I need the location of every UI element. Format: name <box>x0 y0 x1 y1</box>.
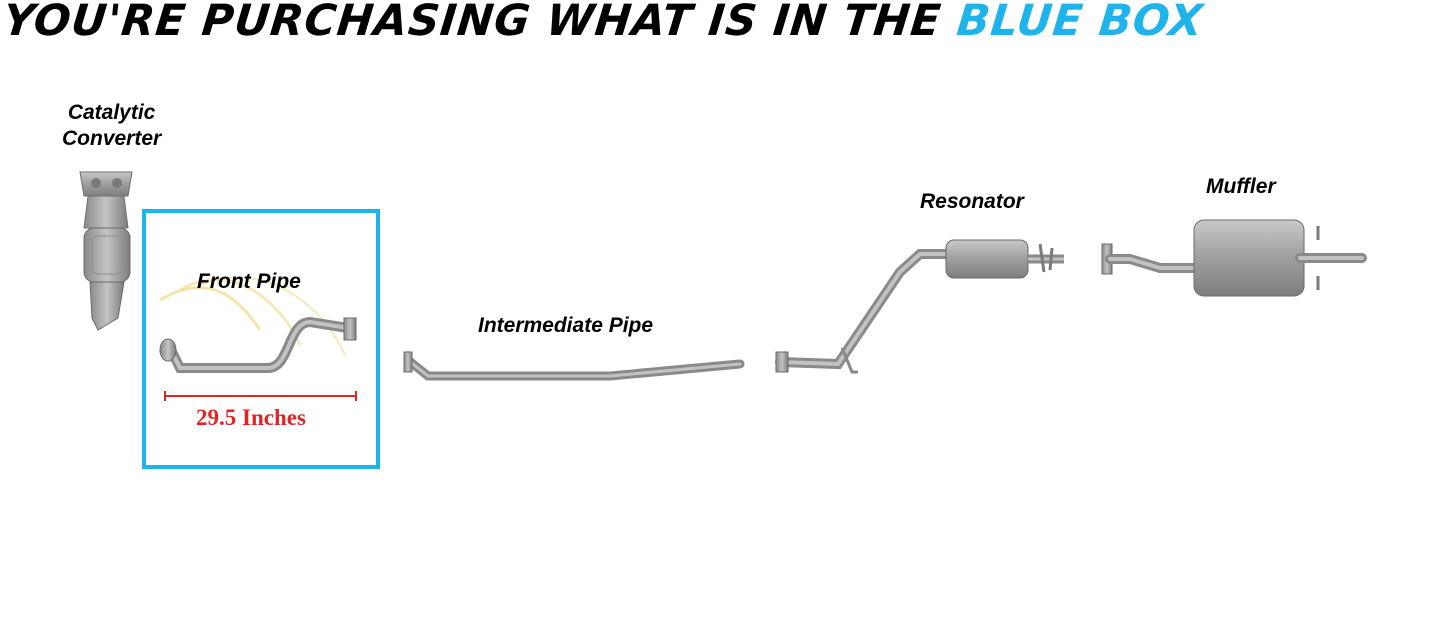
blue-box <box>142 209 380 469</box>
catalytic-converter-label: Catalytic Converter <box>62 100 161 152</box>
resonator-label: Resonator <box>920 190 1024 213</box>
intermediate-pipe-illustration <box>403 351 745 381</box>
resonator-illustration <box>775 239 1064 374</box>
measurement-label: 29.5 Inches <box>196 405 306 430</box>
front-pipe-label: Front Pipe <box>197 270 301 293</box>
intermediate-pipe-label: Intermediate Pipe <box>478 314 654 337</box>
muffler-illustration <box>1101 219 1367 297</box>
measurement-line <box>164 391 357 401</box>
muffler-label: Muffler <box>1206 175 1276 198</box>
catalytic-converter-label-line2: Converter <box>62 127 162 150</box>
catalytic-converter-illustration <box>79 171 133 331</box>
front-pipe-illustration <box>159 276 357 373</box>
catalytic-converter-label-line1: Catalytic <box>67 101 156 124</box>
